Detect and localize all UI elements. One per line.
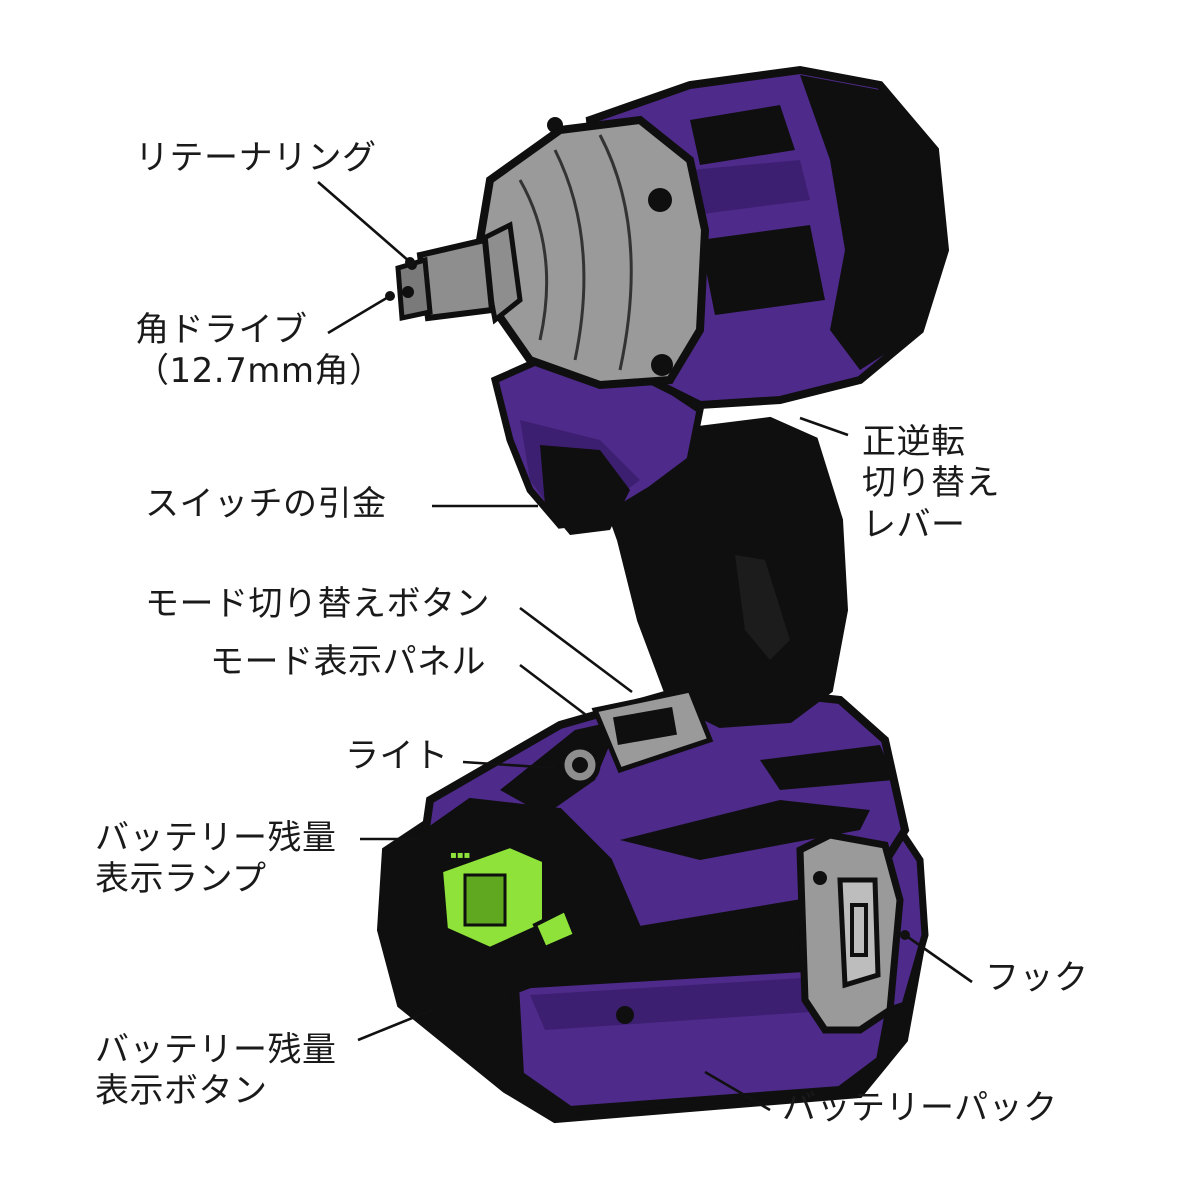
label-trigger: スイッチの引金: [145, 484, 387, 524]
mode-panel: [591, 687, 714, 774]
hammer-head: [475, 115, 710, 390]
label-direction-lever: 正逆転 切り替え レバー: [862, 422, 1000, 545]
front-guard: [490, 356, 704, 535]
label-battery-button: バッテリー残量 表示ボタン: [95, 1030, 337, 1112]
square-drive: [395, 236, 496, 322]
belt-hook: [796, 831, 904, 1034]
label-hook: フック: [985, 958, 1089, 998]
battery-lamp: ▪▪▪: [436, 841, 578, 954]
light-lens: [559, 744, 601, 786]
svg-text:▪▪▪: ▪▪▪: [450, 850, 470, 861]
label-retaining-ring: リテーナリング: [135, 138, 377, 178]
label-mode-button: モード切り替えボタン: [145, 584, 490, 624]
handle-grip: [591, 416, 849, 729]
label-light: ライト: [345, 736, 449, 776]
leader-lines: [317, 181, 973, 1112]
label-mode-panel: モード表示パネル: [210, 642, 486, 682]
label-battery-pack: バッテリーパック: [782, 1088, 1058, 1128]
label-battery-lamp: バッテリー残量 表示ランプ: [95, 818, 337, 900]
label-square-drive: 角ドライブ （12.7mm角）: [135, 310, 384, 392]
